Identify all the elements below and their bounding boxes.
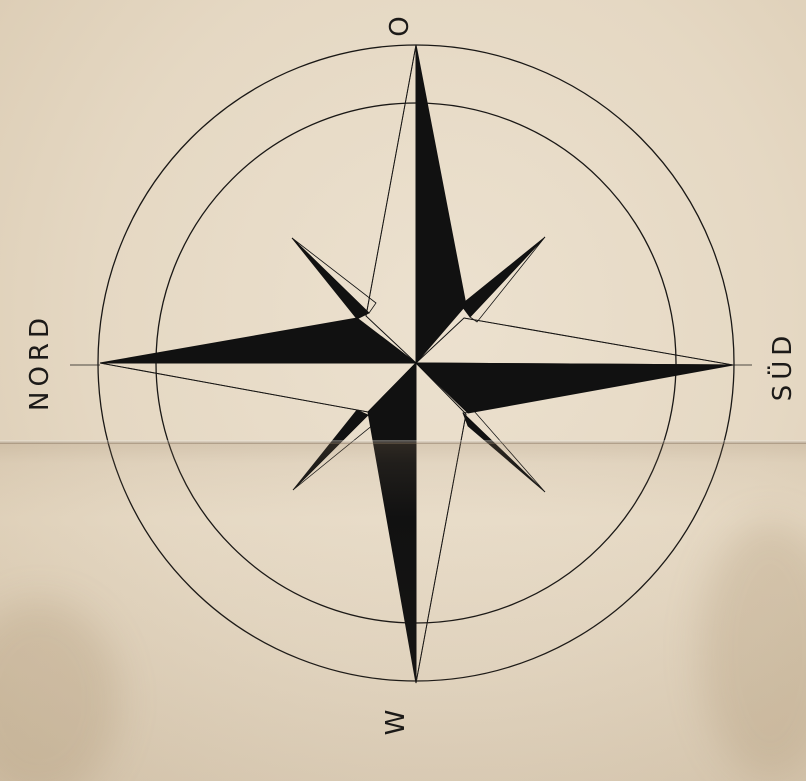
minor-point-ne-dark: [461, 237, 545, 317]
point-south-dark: [416, 363, 733, 413]
label-south: SÜD: [770, 331, 796, 402]
label-east: O: [387, 11, 413, 36]
cardinal-points: [100, 45, 733, 683]
point-north-light: [100, 363, 416, 412]
minor-point-nw-light: [292, 238, 376, 313]
label-north: NORD: [27, 313, 53, 411]
minor-point-sw-light: [293, 415, 374, 490]
point-south-light: [416, 318, 733, 365]
point-west-dark: [368, 363, 416, 683]
point-east-light: [366, 45, 416, 363]
label-west: W: [383, 705, 409, 736]
minor-point-sw-dark: [293, 410, 368, 490]
minor-point-ne-light: [470, 237, 545, 322]
minor-point-se-light: [463, 411, 545, 492]
point-east-dark: [416, 45, 466, 363]
point-north-dark: [100, 318, 416, 363]
point-west-light: [416, 363, 466, 683]
minor-point-nw-dark: [292, 238, 369, 319]
